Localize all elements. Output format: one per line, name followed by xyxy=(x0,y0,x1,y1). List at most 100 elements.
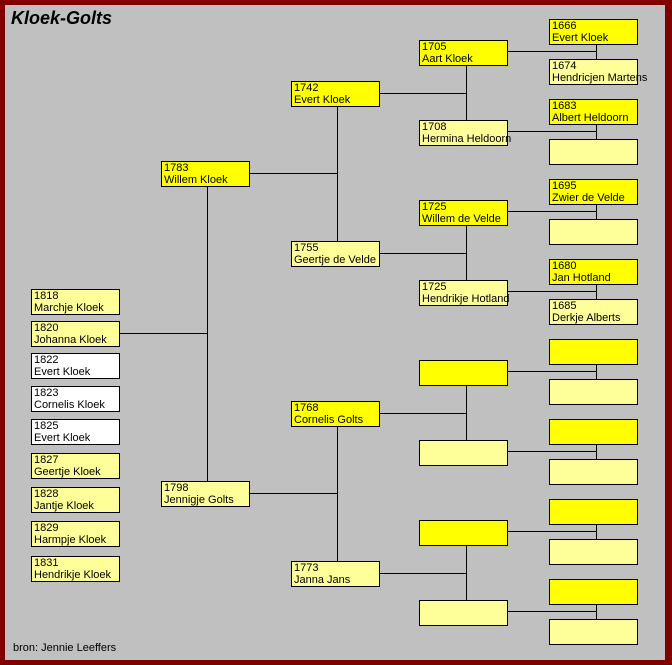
person-name: Zwier de Velde xyxy=(552,192,625,204)
chart-title: Kloek-Golts xyxy=(11,8,113,28)
connector-line xyxy=(508,451,596,452)
connector-line xyxy=(508,371,596,372)
person-name: Evert Kloek xyxy=(34,366,91,378)
person-name: Willem de Velde xyxy=(422,213,501,225)
person-name: Geertje Kloek xyxy=(34,466,101,478)
person-name: Jennigje Golts xyxy=(164,494,234,506)
connector-line xyxy=(379,413,466,414)
person-name: Johanna Kloek xyxy=(34,334,107,346)
person-name: Cornelis Golts xyxy=(294,414,364,426)
birth-year: 1742 xyxy=(294,82,319,94)
connector-line xyxy=(337,106,338,241)
birth-year: 1828 xyxy=(34,488,59,500)
birth-year: 1725 xyxy=(422,201,447,213)
person-name: Hermina Heldoorn xyxy=(422,133,512,145)
person-name: Evert Kloek xyxy=(34,432,91,444)
person-name: Jantje Kloek xyxy=(34,500,94,512)
person-box-great-grandparent[interactable] xyxy=(419,360,508,386)
connector-line xyxy=(508,131,596,132)
birth-year: 1825 xyxy=(34,420,59,432)
connector-line xyxy=(596,444,597,459)
person-box-great-grandparent[interactable] xyxy=(419,520,508,546)
birth-year: 1831 xyxy=(34,557,59,569)
connector-line xyxy=(508,611,596,612)
person-name: Jan Hotland xyxy=(552,272,611,284)
birth-year: 1820 xyxy=(34,322,59,334)
connector-line xyxy=(596,124,597,139)
birth-year: 1773 xyxy=(294,562,319,574)
connector-line xyxy=(466,385,467,440)
person-name: Geertje de Velde xyxy=(294,254,376,266)
person-box-gg-grandparent[interactable] xyxy=(549,459,638,485)
person-box-gg-grandparent[interactable] xyxy=(549,219,638,245)
birth-year: 1768 xyxy=(294,402,319,414)
birth-year: 1798 xyxy=(164,482,189,494)
person-box-gg-grandparent[interactable] xyxy=(549,579,638,605)
connector-line xyxy=(379,93,466,94)
person-box-gg-grandparent[interactable] xyxy=(549,139,638,165)
connector-line xyxy=(508,211,596,212)
person-box-gg-grandparent[interactable] xyxy=(549,619,638,645)
connector-line xyxy=(379,253,466,254)
birth-year: 1818 xyxy=(34,290,59,302)
birth-year: 1683 xyxy=(552,100,577,112)
person-name: Evert Kloek xyxy=(294,94,351,106)
person-name: Marchje Kloek xyxy=(34,302,104,314)
person-name: Harmpje Kloek xyxy=(34,534,107,546)
birth-year: 1823 xyxy=(34,387,59,399)
person-name: Hendrikje Kloek xyxy=(34,569,112,581)
birth-year: 1829 xyxy=(34,522,59,534)
person-name: Cornelis Kloek xyxy=(34,399,105,411)
person-box-great-grandparent[interactable] xyxy=(419,600,508,626)
person-name: Hendrikje Hotland xyxy=(422,293,510,305)
person-box-gg-grandparent[interactable] xyxy=(549,379,638,405)
person-name: Aart Kloek xyxy=(422,53,473,65)
connector-line xyxy=(249,493,337,494)
person-box-gg-grandparent[interactable] xyxy=(549,419,638,445)
birth-year: 1674 xyxy=(552,60,577,72)
connector-line xyxy=(379,573,466,574)
connector-line xyxy=(596,284,597,299)
connector-line xyxy=(508,51,596,52)
person-box-gg-grandparent[interactable] xyxy=(549,339,638,365)
connector-line xyxy=(466,545,467,600)
connector-line xyxy=(207,186,208,481)
person-box-great-grandparent[interactable] xyxy=(419,440,508,466)
connector-line xyxy=(596,524,597,539)
person-box-gg-grandparent[interactable] xyxy=(549,539,638,565)
person-box-gg-grandparent[interactable] xyxy=(549,499,638,525)
connector-line xyxy=(596,364,597,379)
birth-year: 1783 xyxy=(164,162,189,174)
birth-year: 1666 xyxy=(552,20,577,32)
birth-year: 1725 xyxy=(422,281,447,293)
person-name: Hendricjen Martens xyxy=(552,72,648,84)
connector-line xyxy=(596,604,597,619)
birth-year: 1680 xyxy=(552,260,577,272)
connector-line xyxy=(508,531,596,532)
